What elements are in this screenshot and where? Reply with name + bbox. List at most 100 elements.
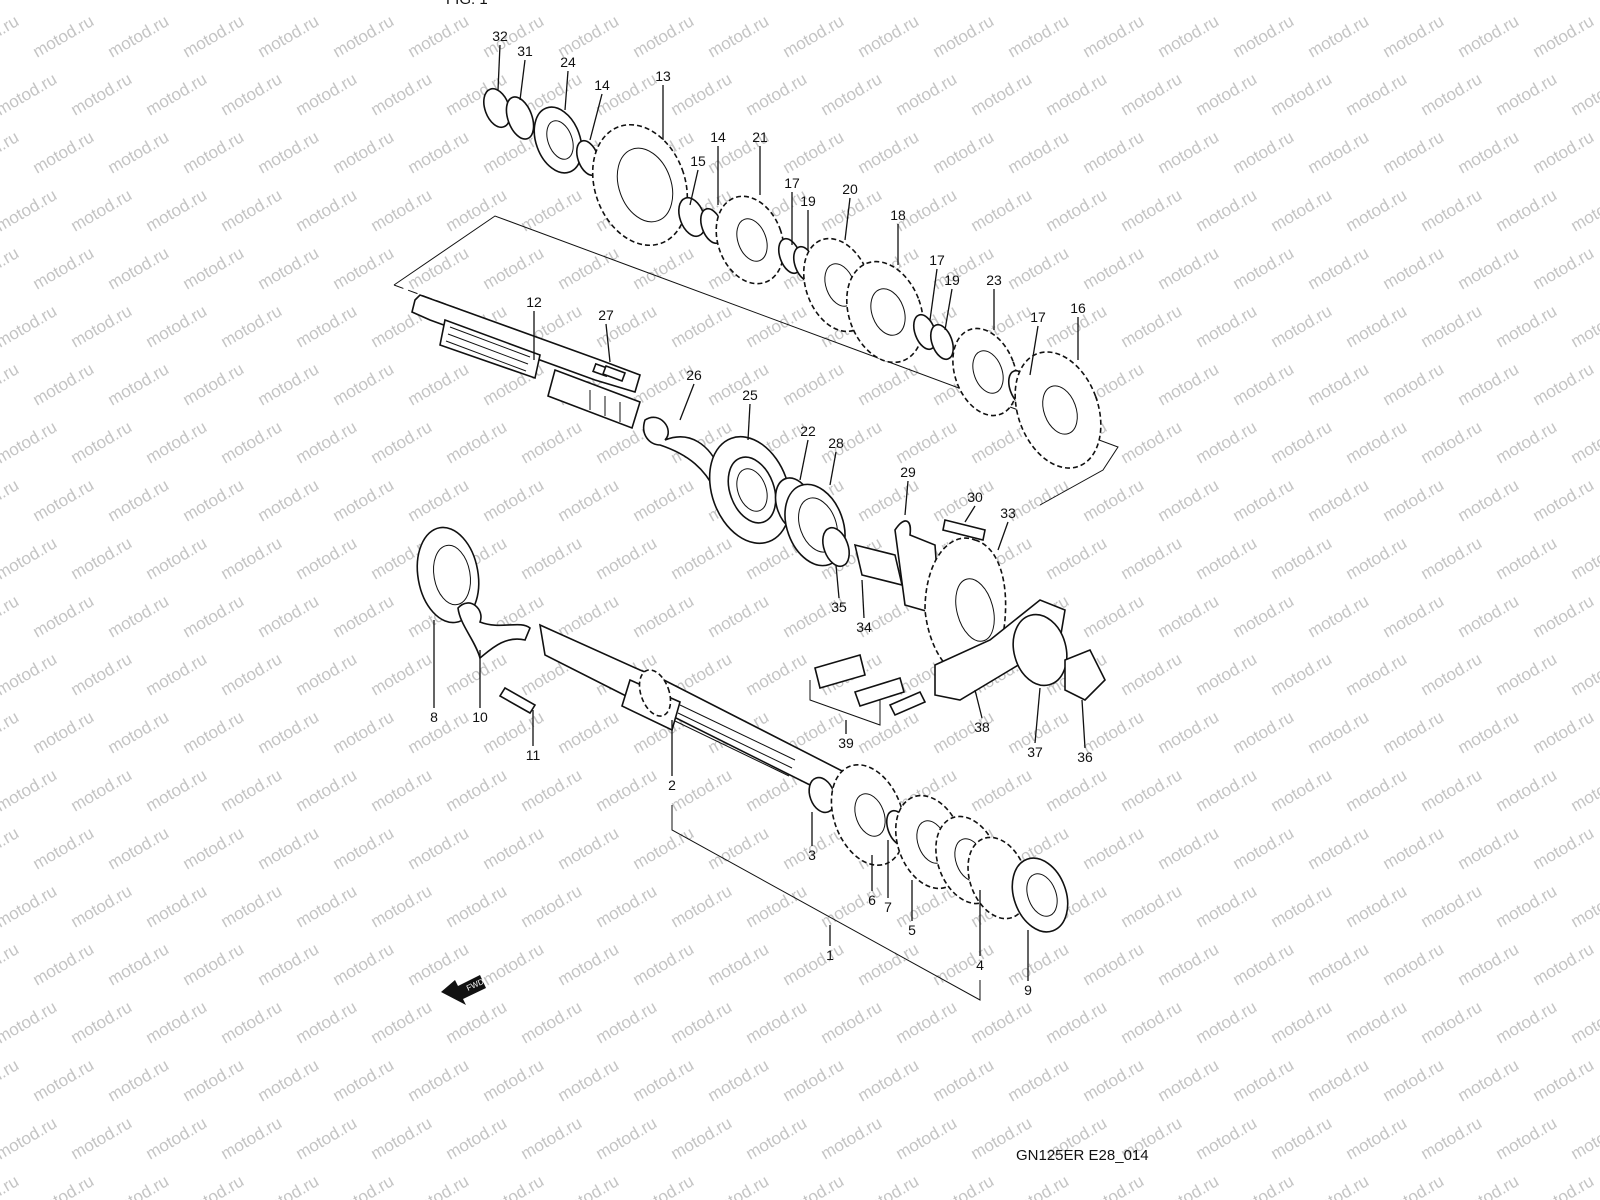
watermark-text: motod.ru xyxy=(105,591,173,641)
callout-label-37: 37 xyxy=(1027,744,1043,760)
watermark-text: motod.ru xyxy=(0,359,22,409)
watermark-text: motod.ru xyxy=(1568,69,1600,119)
callout-label-17: 17 xyxy=(929,252,945,268)
watermark-text: motod.ru xyxy=(368,185,436,235)
watermark-text: motod.ru xyxy=(68,533,136,583)
watermark-text: motod.ru xyxy=(1155,243,1223,293)
watermark-text: motod.ru xyxy=(218,997,286,1047)
gear-23 xyxy=(952,327,1018,417)
watermark-text: motod.ru xyxy=(743,881,811,931)
callout-label-3: 3 xyxy=(808,847,816,863)
watermark-text: motod.ru xyxy=(293,765,361,815)
watermark-text: motod.ru xyxy=(368,765,436,815)
watermark-text: motod.ru xyxy=(518,997,586,1047)
watermark-text: motod.ru xyxy=(1230,359,1298,409)
watermark-text: motod.ru xyxy=(1305,475,1373,525)
watermark-text: motod.ru xyxy=(1043,69,1111,119)
watermark-text: motod.ru xyxy=(293,185,361,235)
watermark-text: motod.ru xyxy=(180,1171,248,1200)
watermark-text: motod.ru xyxy=(1305,127,1373,177)
watermark-text: motod.ru xyxy=(1118,765,1186,815)
watermark-text: motod.ru xyxy=(1380,1171,1448,1200)
watermark-text: motod.ru xyxy=(68,649,136,699)
watermark-text: motod.ru xyxy=(1530,359,1598,409)
watermark-text: motod.ru xyxy=(1380,11,1448,61)
watermark-text: motod.ru xyxy=(180,939,248,989)
watermark-text: motod.ru xyxy=(1343,0,1411,3)
watermark-text: motod.ru xyxy=(1455,1171,1523,1200)
watermark-text: motod.ru xyxy=(105,475,173,525)
watermark-text: motod.ru xyxy=(255,823,323,873)
watermark-text: motod.ru xyxy=(0,1055,22,1105)
watermark-text: motod.ru xyxy=(1118,533,1186,583)
watermark-text: motod.ru xyxy=(1268,185,1336,235)
watermark-text: motod.ru xyxy=(443,881,511,931)
watermark-text: motod.ru xyxy=(855,359,923,409)
watermark-text: motod.ru xyxy=(1155,591,1223,641)
watermark-text: motod.ru xyxy=(405,1055,473,1105)
watermark-text: motod.ru xyxy=(0,0,60,3)
watermark-text: motod.ru xyxy=(480,1171,548,1200)
watermark-text: motod.ru xyxy=(368,997,436,1047)
watermark-text: motod.ru xyxy=(443,185,511,235)
watermark-text: motod.ru xyxy=(330,1171,398,1200)
watermark-text: motod.ru xyxy=(293,417,361,467)
callout-label-16: 16 xyxy=(1070,300,1086,316)
watermark-text: motod.ru xyxy=(218,417,286,467)
watermark-text: motod.ru xyxy=(1418,417,1486,467)
watermark-text: motod.ru xyxy=(518,533,586,583)
callout-leader-14 xyxy=(589,93,603,141)
watermark-text: motod.ru xyxy=(1493,533,1561,583)
watermark-text: motod.ru xyxy=(1343,301,1411,351)
watermark-text: motod.ru xyxy=(930,1055,998,1105)
watermark-text: motod.ru xyxy=(1230,243,1298,293)
watermark-text: motod.ru xyxy=(593,1113,661,1163)
watermark-text: motod.ru xyxy=(1530,591,1598,641)
watermark-text: motod.ru xyxy=(330,127,398,177)
watermark-text: motod.ru xyxy=(555,707,623,757)
watermark-text: motod.ru xyxy=(518,0,586,3)
watermark-text: motod.ru xyxy=(555,823,623,873)
watermark-text: motod.ru xyxy=(30,939,98,989)
watermark-text: motod.ru xyxy=(630,939,698,989)
watermark-text: motod.ru xyxy=(0,939,22,989)
watermark-text: motod.ru xyxy=(1568,185,1600,235)
watermark-text: motod.ru xyxy=(68,1113,136,1163)
watermark-text: motod.ru xyxy=(518,765,586,815)
callout-label-22: 22 xyxy=(800,423,816,439)
watermark-text: motod.ru xyxy=(143,881,211,931)
watermark-text: motod.ru xyxy=(293,0,361,3)
watermark-text: motod.ru xyxy=(1493,649,1561,699)
watermark-text: motod.ru xyxy=(930,1171,998,1200)
watermark-text: motod.ru xyxy=(255,939,323,989)
watermark-text: motod.ru xyxy=(668,1113,736,1163)
watermark-text: motod.ru xyxy=(293,301,361,351)
watermark-text: motod.ru xyxy=(330,1055,398,1105)
watermark-text: motod.ru xyxy=(1305,359,1373,409)
watermark-text: motod.ru xyxy=(630,243,698,293)
callout-label-4: 4 xyxy=(976,957,984,973)
watermark-text: motod.ru xyxy=(1155,127,1223,177)
callout-label-7: 7 xyxy=(884,899,892,915)
callout-label-31: 31 xyxy=(517,43,533,59)
watermark-text: motod.ru xyxy=(0,301,60,351)
callout-leader-27 xyxy=(605,323,611,363)
watermark-text: motod.ru xyxy=(1155,823,1223,873)
watermark-text: motod.ru xyxy=(630,11,698,61)
watermark-text: motod.ru xyxy=(780,11,848,61)
watermark-text: motod.ru xyxy=(1118,417,1186,467)
watermark-text: motod.ru xyxy=(105,1055,173,1105)
callout-leader-17 xyxy=(1029,325,1039,376)
callout-leaders xyxy=(433,44,1086,981)
watermark-text: motod.ru xyxy=(1418,301,1486,351)
watermark-text: motod.ru xyxy=(1193,997,1261,1047)
callout-label-19: 19 xyxy=(800,193,816,209)
watermark-text: motod.ru xyxy=(705,939,773,989)
watermark-text: motod.ru xyxy=(818,1113,886,1163)
upper-group-bracket xyxy=(393,215,1119,506)
watermark-text: motod.ru xyxy=(105,823,173,873)
watermark-text: motod.ru xyxy=(105,707,173,757)
watermark-text: motod.ru xyxy=(668,997,736,1047)
watermark-text: motod.ru xyxy=(1418,69,1486,119)
